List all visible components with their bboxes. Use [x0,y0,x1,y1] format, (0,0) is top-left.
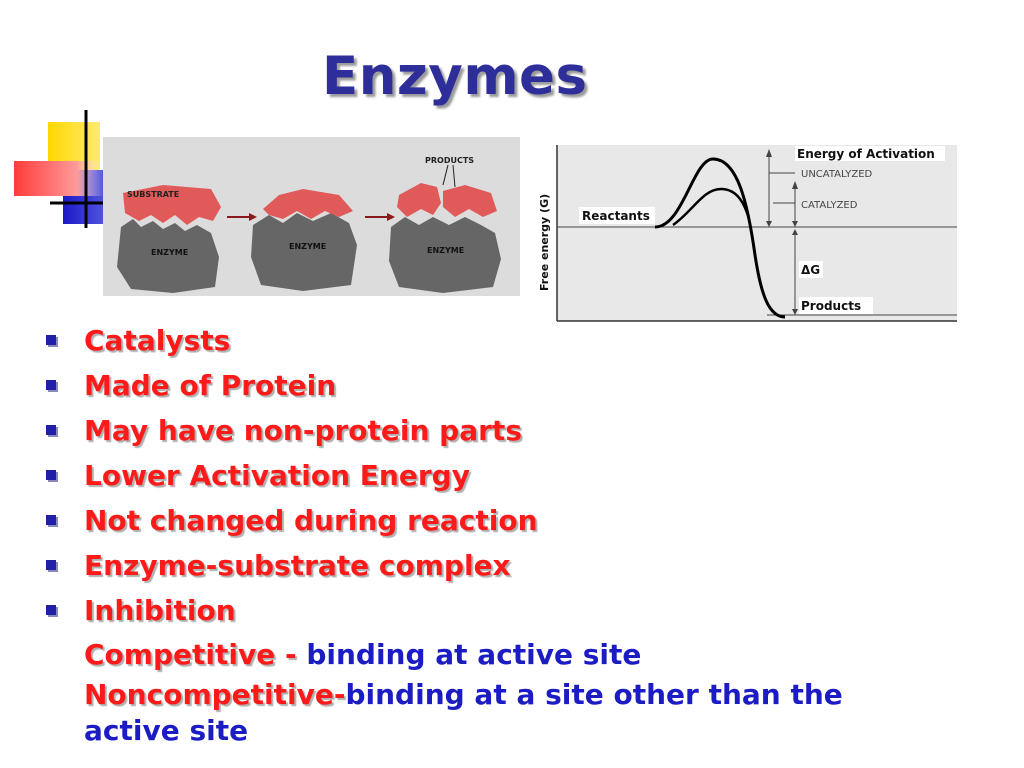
square-bullet-icon [46,560,56,570]
square-bullet-icon [46,425,56,435]
y-axis-label: Free energy (G) [538,194,551,291]
square-bullet-icon [46,515,56,525]
enzyme-label-3: ENZYME [427,246,464,255]
catalyzed-curve [672,187,751,227]
uncatalyzed-label: UNCATALYZED [801,169,873,180]
bullet-text: Made of Protein [84,369,337,402]
enzyme-blob-3 [389,217,501,293]
substrate-shape-2 [263,189,353,219]
sub-item-noncompetitive: Noncompetitive-binding at a site other t… [84,673,946,749]
reactants-label: Reactants [582,209,650,223]
sub-item-term: Competitive - [84,638,307,671]
substrate-label: SUBSTRATE [127,190,179,199]
bullet-text: Inhibition [84,594,236,627]
substrate-shape-1 [123,185,221,225]
uncatalyzed-curve [654,157,786,319]
bullet-text: Lower Activation Energy [84,459,470,492]
sub-item-competitive: Competitive - binding at active site [84,633,946,673]
square-bullet-icon [46,380,56,390]
bullet-item: Made of Protein [46,363,946,408]
bullet-text: May have non-protein parts [84,414,522,447]
bullet-item: Catalysts [46,318,946,363]
catalyzed-label: CATALYZED [801,200,858,211]
activation-energy-label: Energy of Activation [797,147,935,161]
sub-item-desc: binding at active site [306,638,642,671]
product-shape-2 [443,185,497,217]
bullet-item: Not changed during reaction [46,498,946,543]
free-energy-diagram: Free energy (G) Energy of Activation UNC… [538,145,957,322]
enzyme-label-2: ENZYME [289,242,326,251]
products-energy-label: Products [801,299,861,313]
square-bullet-icon [46,470,56,480]
bullet-item: Inhibition [46,588,946,633]
bullet-item: Enzyme-substrate complex [46,543,946,588]
enzyme-blob-1 [117,219,219,293]
sub-item-term: Noncompetitive- [84,678,346,711]
delta-g-label: ΔG [801,263,820,277]
square-bullet-icon [46,335,56,345]
sub-item-desc: binding at a site other than the active … [84,678,843,747]
bullet-text: Catalysts [84,324,231,357]
square-bullet-icon [46,605,56,615]
bullet-text: Enzyme-substrate complex [84,549,511,582]
product-shape-1 [397,183,441,217]
enzyme-substrate-diagram: SUBSTRATE ENZYME ENZYME PRODUCTS ENZYME [103,137,520,296]
bullet-item: Lower Activation Energy [46,453,946,498]
products-label: PRODUCTS [425,156,474,165]
bullet-list: Catalysts Made of Protein May have non-p… [46,318,946,749]
enzyme-label-1: ENZYME [151,248,188,257]
enzyme-blob-2 [251,213,357,291]
bullet-item: May have non-protein parts [46,408,946,453]
bullet-text: Not changed during reaction [84,504,538,537]
slide-title: Enzymes [322,46,588,107]
